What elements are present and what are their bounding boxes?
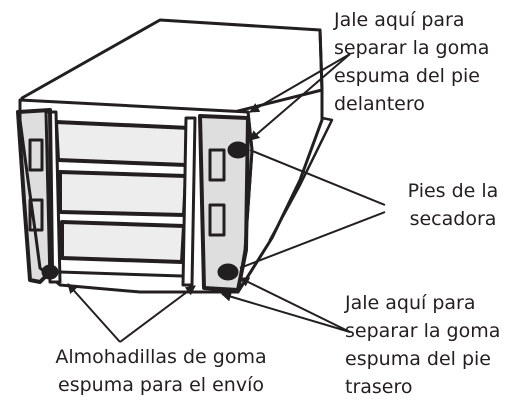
pads-arrow-left — [67, 283, 121, 343]
rear-pull-arrow-lower — [221, 291, 351, 333]
feet-leader-lower — [239, 211, 386, 269]
front-pull-arrow-lower — [249, 53, 351, 141]
front-right-foam-pad — [198, 114, 250, 292]
shipping-pads-callout: Almohadillas de goma espuma para el enví… — [55, 346, 267, 396]
feet-leader-upper — [249, 149, 386, 206]
leader-lines — [67, 53, 386, 343]
front-foot-callout: Jale aquí para separar la goma espuma de… — [334, 9, 490, 115]
dryer-illustration — [16, 18, 334, 294]
pads-arrow-right — [119, 285, 196, 343]
front-foot-icon — [227, 141, 249, 159]
rear-foot-callout: Jale aquí para separar la goma espuma de… — [345, 292, 501, 398]
dryer-feet-callout: Pies de la secadora — [407, 180, 499, 230]
front-left-foam-pad — [16, 108, 54, 284]
rear-foot-icon — [217, 263, 239, 281]
rear-pull-arrow-upper — [239, 277, 351, 333]
front-pull-arrow-upper — [249, 53, 351, 113]
